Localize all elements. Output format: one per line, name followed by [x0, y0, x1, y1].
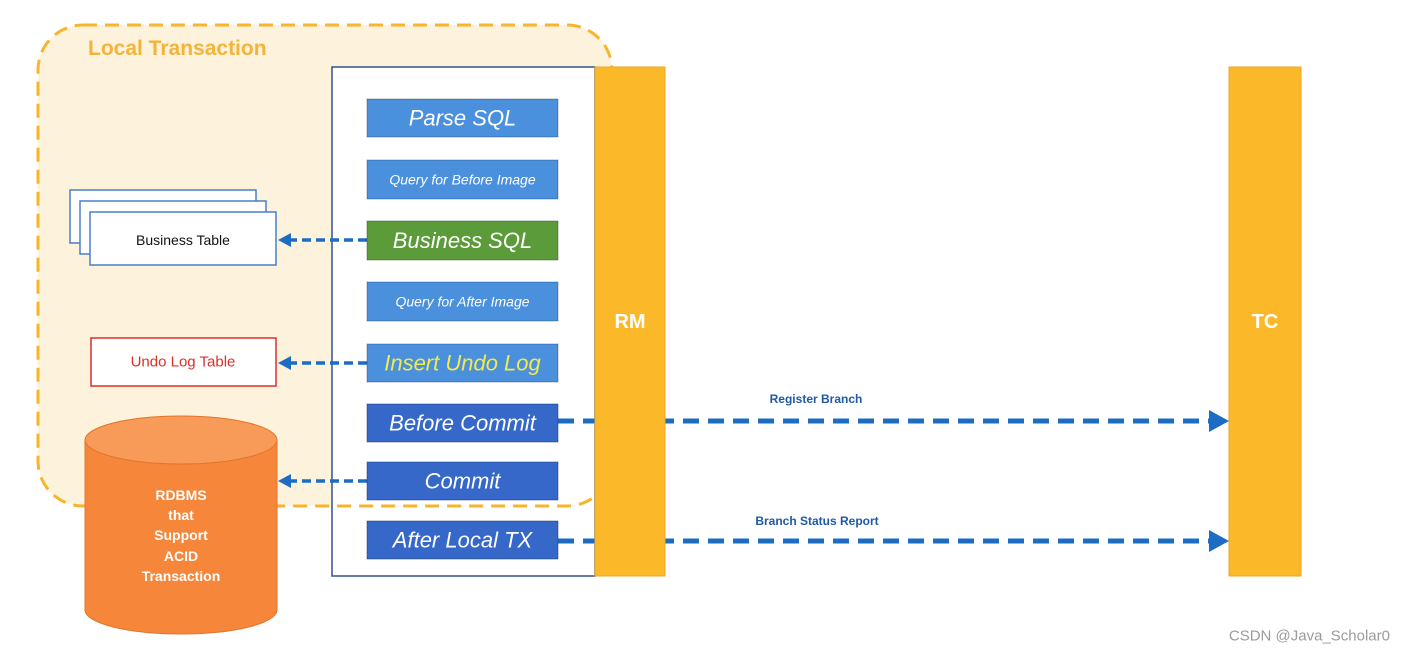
step-query-after-image: Query for After Image: [366, 281, 559, 322]
undo-log-table-label: Undo Log Table: [131, 354, 236, 371]
rm-label: RM: [614, 311, 645, 333]
step-label: Query for After Image: [395, 294, 529, 310]
tc-label: TC: [1252, 311, 1279, 333]
step-label: Insert Undo Log: [384, 351, 541, 376]
step-box: [366, 159, 559, 200]
local-transaction-label: Local Transaction: [88, 37, 267, 60]
arrowhead: [278, 233, 291, 247]
arrowhead: [278, 356, 291, 370]
undo-log-table: Undo Log Table: [90, 337, 277, 387]
step-query-before-image: Query for Before Image: [366, 159, 559, 200]
step-parse-sql: Parse SQL: [366, 98, 559, 138]
step-box: [366, 220, 559, 261]
branch-status-report-label: Branch Status Report: [755, 514, 878, 528]
step-label: Commit: [425, 469, 502, 494]
rdbms-database: RDBMS that Support ACID Transaction: [84, 415, 278, 635]
step-business-sql: Business SQL: [366, 220, 559, 261]
arrow-insert-undo-log-to-undo-log-table: [278, 356, 367, 370]
arrow-commit-to-database: [278, 474, 367, 488]
watermark: CSDN @Java_Scholar0: [1229, 628, 1390, 645]
step-box: [366, 520, 559, 560]
rm-bar: [594, 66, 666, 577]
step-label: Parse SQL: [409, 106, 517, 131]
register-branch-label: Register Branch: [770, 392, 863, 406]
step-insert-undo-log: Insert Undo Log: [366, 343, 559, 383]
database-label-line: ACID: [164, 548, 198, 564]
step-before-commit: Before Commit: [366, 403, 559, 443]
step-label: Before Commit: [389, 411, 537, 436]
arrowhead: [278, 474, 291, 488]
step-label: Business SQL: [393, 228, 532, 253]
arrow-business-sql-to-business-table: [278, 233, 367, 247]
step-label: After Local TX: [391, 528, 534, 553]
database-top: [84, 415, 278, 465]
database-label-line: RDBMS: [155, 487, 206, 503]
business-table-label: Business Table: [136, 232, 230, 248]
arrow-branch-status-report-head: [1209, 530, 1229, 552]
database-body: [84, 439, 278, 635]
step-box: [366, 403, 559, 443]
step-after-local-tx: After Local TX: [366, 520, 559, 560]
step-box: [366, 281, 559, 322]
rm-resource-manager: RM: [594, 66, 666, 577]
arrow-register-branch-head: [1209, 410, 1229, 432]
step-label: Query for Before Image: [389, 172, 536, 188]
database-label-line: Support: [154, 527, 208, 543]
undo-log-table-box: [90, 337, 277, 387]
step-box: [366, 98, 559, 138]
business-table-sheet-front: [89, 211, 277, 266]
tc-bar: [1228, 66, 1302, 577]
step-box: [366, 343, 559, 383]
step-commit: Commit: [366, 461, 559, 501]
tc-transaction-coordinator: TC: [1228, 66, 1302, 577]
database-label-line: that: [168, 507, 194, 523]
step-box: [366, 461, 559, 501]
database-label-line: Transaction: [142, 568, 221, 584]
business-table: Business Table: [69, 189, 277, 266]
